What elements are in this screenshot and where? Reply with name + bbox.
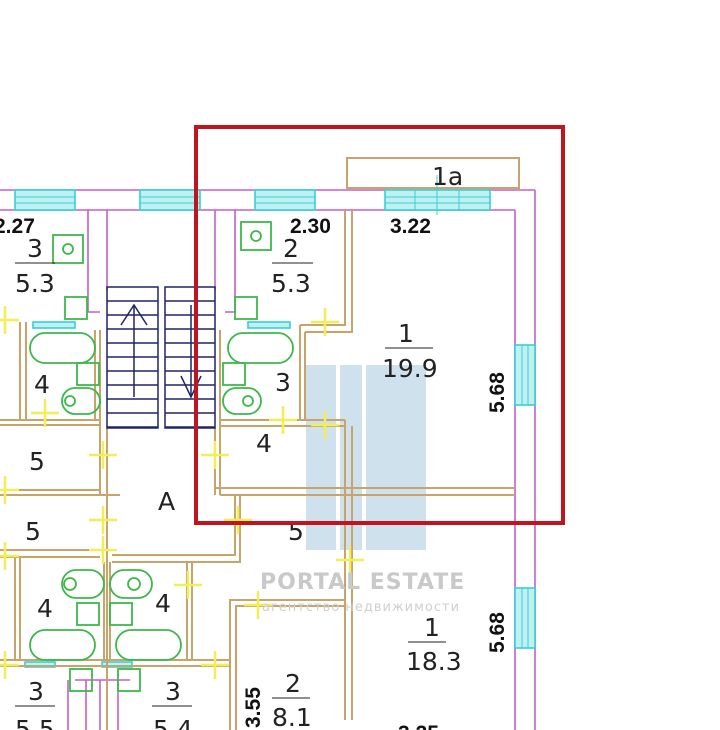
door-marker (0, 476, 19, 504)
room-2-number: 2 (283, 234, 299, 263)
room-3-label: 3 (275, 368, 291, 397)
room-3-area: 5.4 (153, 715, 193, 730)
room-2-area: 5.3 (271, 269, 311, 298)
room-2-number: 2 (285, 669, 301, 698)
dim-top-mid: 2.30 (290, 215, 331, 238)
door-marker (0, 542, 19, 570)
dim-top-right: 3.22 (390, 215, 431, 238)
balcony (346, 157, 520, 189)
room-1-number: 1 (424, 613, 440, 642)
door-marker (201, 441, 229, 469)
door-marker (224, 506, 252, 534)
room-3-number: 3 (28, 677, 44, 706)
room-2-area: 8.1 (272, 703, 312, 730)
door-marker (0, 306, 19, 334)
door-marker (89, 441, 117, 469)
room-5-label: 5 (25, 517, 41, 546)
room-1-area: 18.3 (406, 647, 462, 676)
staircase (106, 286, 216, 429)
landing-label: A (158, 487, 175, 516)
dim-left-lower: 3.55 (242, 687, 265, 728)
room-5-label: 5 (29, 447, 45, 476)
dim-right-upper: 5.68 (486, 372, 509, 413)
room-3-area: 5.5 (15, 715, 55, 730)
plumbing-fixtures (29, 221, 294, 692)
room-4-label: 4 (256, 429, 272, 458)
room-4-label: 4 (37, 594, 53, 623)
door-marker (269, 406, 297, 434)
room-4-label: 4 (34, 370, 50, 399)
room-labels: 2.27 3 5.3 2.30 2 5.3 3.22 1a 1 19.9 5.6… (0, 162, 509, 730)
dim-top-left: 2.27 (0, 215, 35, 238)
balcony-label: 1a (432, 162, 463, 191)
room-4-label: 4 (155, 589, 171, 618)
door-marker (201, 651, 229, 679)
windows (14, 175, 536, 668)
room-1-number: 1 (398, 319, 414, 348)
watermark-title: PORTAL ESTATE (260, 570, 465, 595)
door-marker (0, 651, 19, 679)
door-marker (31, 399, 59, 427)
door-marker (174, 571, 202, 599)
doors (0, 306, 364, 679)
dim-bottom: 3.25 (398, 722, 439, 730)
watermark-subtitle: агентство недвижимости (262, 600, 460, 615)
room-3-number: 3 (27, 234, 43, 263)
door-marker (244, 591, 272, 619)
interior-walls (0, 210, 515, 730)
room-3-area: 5.3 (15, 269, 55, 298)
highlight-selection-rectangle (194, 125, 565, 525)
door-marker (336, 546, 364, 574)
dim-right-lower: 5.68 (486, 612, 509, 653)
room-1-area: 19.9 (382, 354, 438, 383)
door-marker (89, 536, 117, 564)
door-marker (311, 411, 339, 439)
door-marker (311, 308, 339, 336)
room-3-number: 3 (165, 677, 181, 706)
door-marker (89, 506, 117, 534)
